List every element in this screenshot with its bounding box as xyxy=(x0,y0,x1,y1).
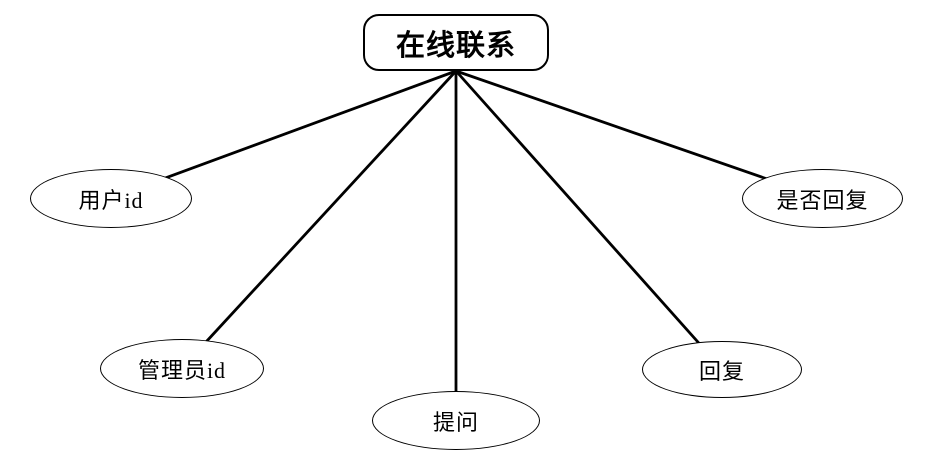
attribute-label: 管理员id xyxy=(137,357,227,383)
attribute-node-is-replied: 是否回复 xyxy=(742,169,903,228)
attribute-label: 用户id xyxy=(78,187,144,213)
attribute-node-user-id: 用户id xyxy=(30,169,192,228)
edge-entity-is-replied xyxy=(454,69,824,200)
attribute-node-reply: 回复 xyxy=(642,341,802,398)
attribute-label: 提问 xyxy=(432,409,479,435)
attribute-node-question: 提问 xyxy=(372,391,540,450)
attribute-node-admin-id: 管理员id xyxy=(100,339,264,398)
edge-entity-admin-id xyxy=(180,69,458,370)
attribute-label: 回复 xyxy=(698,358,745,384)
entity-node-online-contact: 在线联系 xyxy=(363,14,549,71)
entity-label: 在线联系 xyxy=(395,29,516,62)
edge-entity-reply xyxy=(454,69,724,371)
attribute-label: 是否回复 xyxy=(776,187,869,213)
